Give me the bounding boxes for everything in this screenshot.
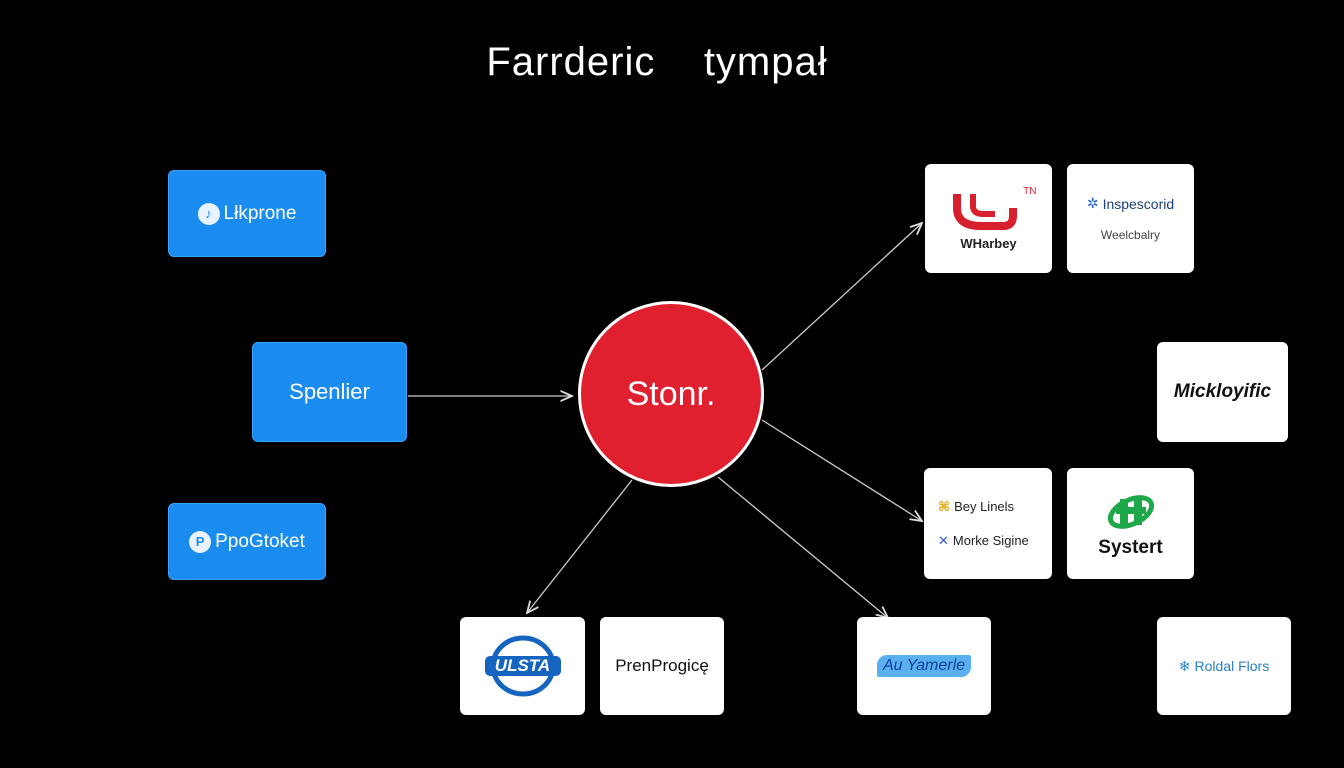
hub-label: Stonr. <box>626 374 716 413</box>
target-box-wharbey[interactable]: TN WHarbey <box>925 164 1052 273</box>
hub-node[interactable]: Stonr. <box>578 301 764 487</box>
pair-line2: Morke Sigine <box>952 533 1029 548</box>
app-badge-icon: ♪ <box>197 202 220 225</box>
arrow-hub-to-wharbey <box>761 223 922 371</box>
target-box-roldal[interactable]: ❄ Roldal Flors <box>1157 617 1291 715</box>
source-box-spenlier[interactable]: Spenlier <box>252 342 407 442</box>
wharbey-mark-text: TN <box>1023 186 1037 197</box>
mickloyific-label: Mickloyific <box>1173 381 1272 402</box>
diagram-title: Farrderic tympał <box>486 40 828 84</box>
target-box-au-yamerle[interactable]: Au Yamerle <box>857 617 991 715</box>
roldal-label: Roldal Flors <box>1194 658 1270 674</box>
ulsta-logo: ULSTA <box>481 634 565 698</box>
source-label: Spenlier <box>289 379 370 404</box>
wharbey-mark-icon <box>952 194 1017 230</box>
source-box-ppogtoket[interactable]: P PpoGtoket <box>168 503 326 580</box>
ulsta-ring-icon <box>484 635 561 697</box>
au-yamerle-label: Au Yamerle <box>876 655 972 677</box>
systert-logo-icon <box>1107 494 1154 529</box>
pair-line1: Bey Linels <box>954 499 1015 514</box>
target-box-inspescorid[interactable]: ✲ Inspescorid Weelcbalry <box>1067 164 1194 273</box>
prenprogice-label: PrenProgicę <box>615 656 709 675</box>
app-badge-icon: P <box>189 530 212 553</box>
gear-icon: ✲ <box>1086 195 1099 211</box>
link-icon: ⌘ <box>938 498 951 514</box>
arrow-hub-to-pair <box>761 419 922 521</box>
wharbey-label: WHarbey <box>960 236 1017 251</box>
target-box-mickloyific[interactable]: Mickloyific <box>1157 342 1288 442</box>
arrow-hub-to-au-yamerle <box>717 476 888 618</box>
arrow-hub-to-ulsta <box>527 479 633 613</box>
target-box-systert[interactable]: Systert <box>1067 468 1194 579</box>
snowflake-icon: ❄ <box>1178 657 1191 674</box>
inspescorid-sublabel: Weelcbalry <box>1100 228 1161 242</box>
source-box-lkprone[interactable]: ♪ Lłkprone <box>168 170 326 257</box>
wharbey-logo: TN <box>939 186 1039 234</box>
target-box-pair[interactable]: ⌘ Bey Linels ✕ Morke Sigine <box>924 468 1052 579</box>
ulsta-label: ULSTA <box>494 656 551 675</box>
inspescorid-label: Inspescorid <box>1102 195 1175 212</box>
x-mark-icon: ✕ <box>938 532 949 548</box>
source-label: Lłkprone <box>223 202 297 224</box>
source-label: PpoGtoket <box>215 530 305 552</box>
target-box-ulsta[interactable]: ULSTA <box>460 617 585 715</box>
target-box-prenprogice[interactable]: PrenProgicę <box>600 617 724 715</box>
systert-label: Systert <box>1098 536 1163 558</box>
